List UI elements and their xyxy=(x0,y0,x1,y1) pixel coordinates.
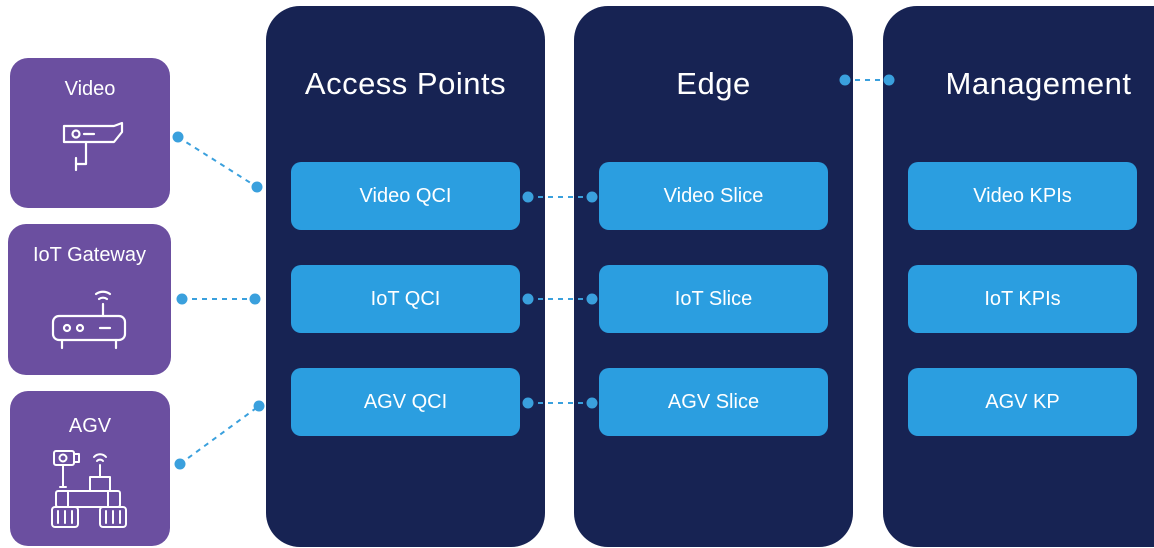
device-card-agv: AGV xyxy=(10,391,170,546)
agv-qci-box: AGV QCI xyxy=(291,368,520,436)
connector-video xyxy=(177,136,258,188)
connector-agv xyxy=(179,405,260,465)
column-access-points: Access Points Video QCI IoT QCI AGV QCI xyxy=(266,6,545,547)
video-qci-box: Video QCI xyxy=(291,162,520,230)
device-label: Video xyxy=(64,78,116,100)
iot-slice-box: IoT Slice xyxy=(599,265,828,333)
agv-slice-box: AGV Slice xyxy=(599,368,828,436)
column-title: Management xyxy=(945,66,1132,101)
column-edge: Edge Video Slice IoT Slice AGV Slice xyxy=(574,6,853,547)
robot-vehicle-icon xyxy=(51,450,127,528)
column-title: Access Points xyxy=(304,66,507,101)
connector-dot xyxy=(172,131,184,143)
device-label: AGV xyxy=(68,415,112,437)
connector-dot xyxy=(174,458,186,470)
router-wifi-icon xyxy=(51,290,127,350)
column-management: Management Video KPIs IoT KPIs AGV KP xyxy=(883,6,1154,547)
iot-qci-box: IoT QCI xyxy=(291,265,520,333)
device-card-iot-gateway: IoT Gateway xyxy=(8,224,171,375)
video-slice-box: Video Slice xyxy=(599,162,828,230)
device-card-video: Video xyxy=(10,58,170,208)
agv-kp-box: AGV KP xyxy=(908,368,1137,436)
connector-dot xyxy=(251,181,263,193)
column-title: Edge xyxy=(676,66,751,101)
video-kpis-box: Video KPIs xyxy=(908,162,1137,230)
device-label: IoT Gateway xyxy=(32,244,147,266)
connector-dot xyxy=(253,400,265,412)
security-camera-icon xyxy=(62,121,124,172)
connector-dot xyxy=(176,293,188,305)
iot-kpis-box: IoT KPIs xyxy=(908,265,1137,333)
connector-dot xyxy=(249,293,261,305)
